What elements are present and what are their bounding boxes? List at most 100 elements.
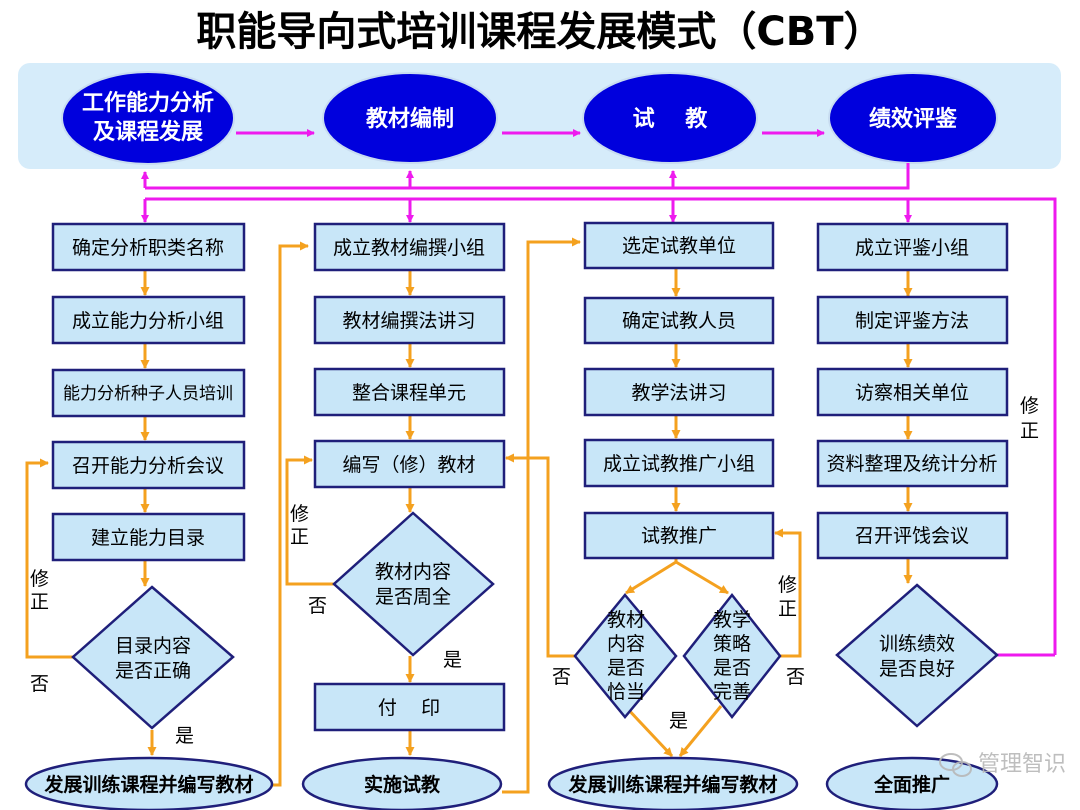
step-seed-training: 能力分析种子人员培训	[51, 368, 246, 418]
step-seed-training-label: 能力分析种子人员培训	[63, 384, 233, 404]
col1-yes-label: 是	[175, 725, 194, 747]
step-teaching-method: 教学法讲习	[583, 367, 775, 417]
column-trial: 选定试教单位 确定试教人员 教学法讲习 成立试教推广小组 试教推广 教材 内容 …	[547, 221, 805, 810]
decision-appropriate-line4: 恰当	[607, 681, 645, 703]
decision-strategy-line1: 教学	[713, 609, 751, 631]
step-teaching-method-label: 教学法讲习	[631, 382, 726, 404]
stage-materials-label: 教材编制	[366, 106, 454, 132]
col2-fix-label-1: 修	[290, 503, 309, 525]
decision-performance-line2: 是否良好	[879, 658, 955, 680]
step-integrate-units-label: 整合课程单元	[352, 382, 466, 404]
top-stage-analysis: 工作能力分析 及课程发展	[61, 71, 235, 165]
step-form-eval-group-label: 成立评鉴小组	[855, 237, 969, 259]
col2-no-label: 否	[308, 595, 327, 617]
decision-content-appropriate: 教材 内容 是否 恰当	[573, 593, 678, 719]
wechat-icon	[939, 753, 972, 777]
col3-yes-label: 是	[669, 710, 688, 732]
decision-strategy-line2: 策略	[713, 633, 751, 655]
decision-appropriate-line1: 教材	[607, 609, 645, 631]
orange-flow-lines	[25, 237, 913, 794]
step-define-eval-method-label: 制定评鉴方法	[855, 310, 969, 332]
step-eval-meeting-label: 召开评饯会议	[855, 525, 969, 547]
step-form-trial-group: 成立试教推广小组	[583, 438, 775, 488]
step-eval-meeting: 召开评饯会议	[816, 511, 1009, 560]
step-write-materials: 编写（修）教材	[313, 439, 506, 489]
top-stage-materials: 教材编制	[322, 72, 498, 164]
result-develop-course-2: 发展训练课程并编写教材	[547, 756, 799, 810]
result-implement-trial: 实施试教	[301, 756, 503, 810]
step-define-trial-staff-label: 确定试教人员	[622, 310, 736, 332]
decision-strategy-line4: 完善	[713, 681, 751, 703]
result-implement-trial-label: 实施试教	[364, 773, 441, 796]
stage-analysis-line1: 工作能力分析	[82, 90, 214, 116]
step-define-trial-staff: 确定试教人员	[583, 296, 775, 345]
step-select-trial-unit-label: 选定试教单位	[622, 235, 736, 257]
step-form-analysis-group: 成立能力分析小组	[51, 295, 246, 345]
step-print-label: 付 印	[378, 697, 440, 719]
step-form-trial-group-label: 成立试教推广小组	[603, 453, 755, 475]
result-full-rollout: 全面推广	[825, 756, 999, 810]
step-select-trial-unit: 选定试教单位	[583, 221, 775, 270]
step-data-analysis: 资料整理及统计分析	[816, 439, 1009, 488]
pink-bus-lines	[141, 163, 1057, 657]
col3-fix-label-1: 修	[778, 574, 797, 596]
result-full-rollout-label: 全面推广	[873, 773, 950, 796]
decision-appropriate-line2: 内容	[607, 633, 645, 655]
watermark-text: 管理智识	[978, 752, 1066, 777]
decision-complete-line2: 是否周全	[375, 586, 451, 608]
decision-directory-line2: 是否正确	[115, 660, 191, 682]
decision-appropriate-line3: 是否	[607, 657, 645, 679]
step-trial-promotion-label: 试教推广	[641, 525, 717, 547]
step-form-eval-group: 成立评鉴小组	[816, 222, 1009, 272]
col4-fix-label-2: 正	[1020, 420, 1039, 442]
stage-trial-label: 试 教	[633, 106, 709, 132]
step-print: 付 印	[313, 682, 506, 732]
step-visit-units-label: 访察相关单位	[855, 382, 969, 404]
top-stage-evaluation: 绩效评鉴	[828, 72, 998, 164]
step-editing-workshop-label: 教材编撰法讲习	[342, 310, 475, 332]
top-band	[18, 63, 1061, 169]
col2-yes-label: 是	[443, 649, 462, 671]
step-integrate-units: 整合课程单元	[313, 367, 506, 417]
result-develop-course-1: 发展训练课程并编写教材	[24, 756, 274, 810]
step-define-job: 确定分析职类名称	[51, 222, 246, 272]
step-form-analysis-group-label: 成立能力分析小组	[72, 310, 224, 332]
decision-strategy-line3: 是否	[713, 657, 751, 679]
column-analysis: 确定分析职类名称 成立能力分析小组 能力分析种子人员培训 召开能力分析会议 建立…	[24, 222, 274, 810]
col1-no-label: 否	[30, 673, 49, 695]
step-define-eval-method: 制定评鉴方法	[816, 295, 1009, 345]
col2-fix-label-2: 正	[290, 526, 309, 548]
stage-evaluation-label: 绩效评鉴	[869, 106, 958, 132]
col4-fix-label-1: 修	[1020, 395, 1039, 417]
step-trial-promotion: 试教推广	[583, 511, 775, 560]
step-form-editor-group-label: 成立教材编撰小组	[333, 237, 485, 259]
result-develop-course-2-label: 发展训练课程并编写教材	[567, 773, 777, 796]
col1-fix-label-1: 修	[30, 568, 49, 590]
watermark: 管理智识	[939, 752, 1066, 777]
decision-content-complete: 教材内容 是否周全	[332, 511, 495, 657]
decision-performance-good: 训练绩效 是否良好	[835, 583, 999, 728]
column-evaluation: 成立评鉴小组 制定评鉴方法 访察相关单位 资料整理及统计分析 召开评饯会议 训练…	[816, 222, 1039, 810]
step-form-editor-group: 成立教材编撰小组	[313, 222, 506, 272]
step-analysis-meeting-label: 召开能力分析会议	[72, 455, 224, 477]
decision-directory-line1: 目录内容	[115, 635, 191, 657]
stage-analysis-line2: 及课程发展	[93, 119, 203, 145]
step-build-directory: 建立能力目录	[51, 512, 246, 562]
column-materials: 成立教材编撰小组 教材编撰法讲习 整合课程单元 编写（修）教材 教材内容 是否周…	[290, 222, 506, 810]
result-develop-course-1-label: 发展训练课程并编写教材	[43, 773, 253, 796]
step-build-directory-label: 建立能力目录	[91, 527, 205, 549]
step-visit-units: 访察相关单位	[816, 367, 1009, 417]
step-analysis-meeting: 召开能力分析会议	[51, 440, 246, 490]
decision-strategy-perfect: 教学 策略 是否 完善	[682, 592, 782, 720]
col1-fix-label-2: 正	[30, 591, 49, 613]
decision-complete-line1: 教材内容	[375, 561, 451, 583]
step-data-analysis-label: 资料整理及统计分析	[826, 453, 997, 475]
col3-fix-label-2: 正	[778, 598, 797, 620]
col3-no-left-label: 否	[552, 666, 571, 688]
decision-directory-correct: 目录内容 是否正确	[71, 585, 235, 730]
col3-no-right-label: 否	[786, 666, 805, 688]
top-stage-trial: 试 教	[582, 72, 758, 164]
step-editing-workshop: 教材编撰法讲习	[313, 295, 506, 345]
